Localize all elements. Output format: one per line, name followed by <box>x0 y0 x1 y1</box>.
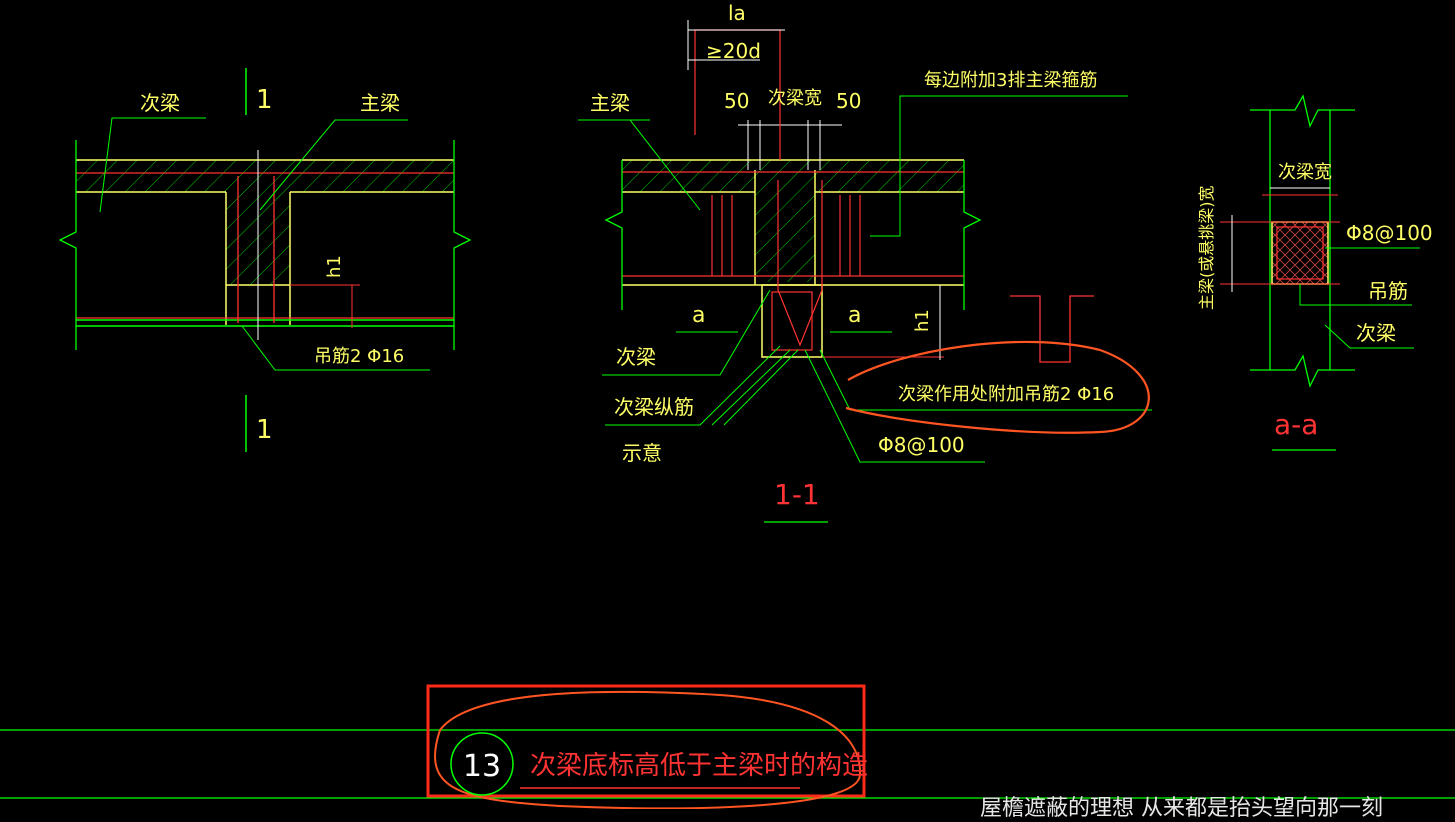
slab-hatch <box>76 160 454 192</box>
sec-label-schematic: 示意 <box>622 441 662 465</box>
detail-footer: 13 次梁底标高低于主梁时的构造 <box>0 684 1455 809</box>
aa-label-secondary-beam: 次梁 <box>1356 321 1396 345</box>
sec-label-stirrup: Φ8@100 <box>878 433 965 457</box>
left-section-mark-bottom: 1 <box>256 415 273 445</box>
left-label-secondary-beam: 次梁 <box>140 91 180 115</box>
left-label-main-beam: 主梁 <box>360 91 400 115</box>
sec-label-50-left: 50 <box>724 89 749 113</box>
aa-label-secondary-width: 次梁宽 <box>1278 162 1332 183</box>
sec-label-ge20d: ≥20d <box>706 39 761 63</box>
detail-number-circle <box>450 732 514 796</box>
aa-label-main-beam-width: 主梁(或悬挑梁)宽 <box>1197 186 1216 311</box>
sec-label-a-left: a <box>692 303 705 328</box>
aa-label-stirrup: Φ8@100 <box>1346 221 1433 245</box>
left-elevation-view: 次梁 主梁 1 1 h1 吊筋2 Φ16 <box>58 68 472 452</box>
sec-label-add-hanger: 次梁作用处附加吊筋2 Φ16 <box>898 384 1114 405</box>
section-1-1-view: 主梁 la ≥20d 50 次梁宽 50 每边附加3排主梁箍筋 a a h1 次… <box>578 1 1152 523</box>
section-beam-hatch <box>755 192 815 282</box>
highlight-ellipse <box>845 340 1150 434</box>
sec-label-main-beam: 主梁 <box>590 91 630 115</box>
highlight-box <box>426 684 866 798</box>
sec-label-add-stirrups: 每边附加3排主梁箍筋 <box>924 70 1097 91</box>
sec-label-secondary-beam: 次梁 <box>616 345 656 369</box>
sec-label-50-right: 50 <box>836 89 861 113</box>
hanger-bar-sketch <box>1010 295 1094 363</box>
detail-number: 13 <box>463 749 501 784</box>
section-title-1-1: 1-1 <box>774 478 820 511</box>
detail-title: 次梁底标高低于主梁时的构造 <box>530 751 868 781</box>
sec-label-secondary-width: 次梁宽 <box>768 88 822 109</box>
left-section-mark-top: 1 <box>256 85 273 115</box>
left-label-h1: h1 <box>324 255 345 278</box>
highlight-footer-ellipse <box>434 690 862 809</box>
sec-label-h1: h1 <box>912 309 933 332</box>
section-title-a-a: a-a <box>1274 408 1318 441</box>
section-slab-hatch <box>622 160 964 192</box>
section-a-a-view: 次梁宽 主梁(或悬挑梁)宽 Φ8@100 吊筋 次梁 a-a <box>1197 94 1433 451</box>
sec-label-secondary-long-bar: 次梁纵筋 <box>614 395 694 419</box>
left-label-hanger-bar: 吊筋2 Φ16 <box>314 346 404 367</box>
sec-label-la: la <box>728 1 746 25</box>
aa-label-hanger: 吊筋 <box>1368 279 1408 303</box>
sec-label-a-right: a <box>848 303 861 328</box>
video-subtitle: 屋檐遮蔽的理想 从来都是抬头望向那一刻 <box>980 796 1383 821</box>
